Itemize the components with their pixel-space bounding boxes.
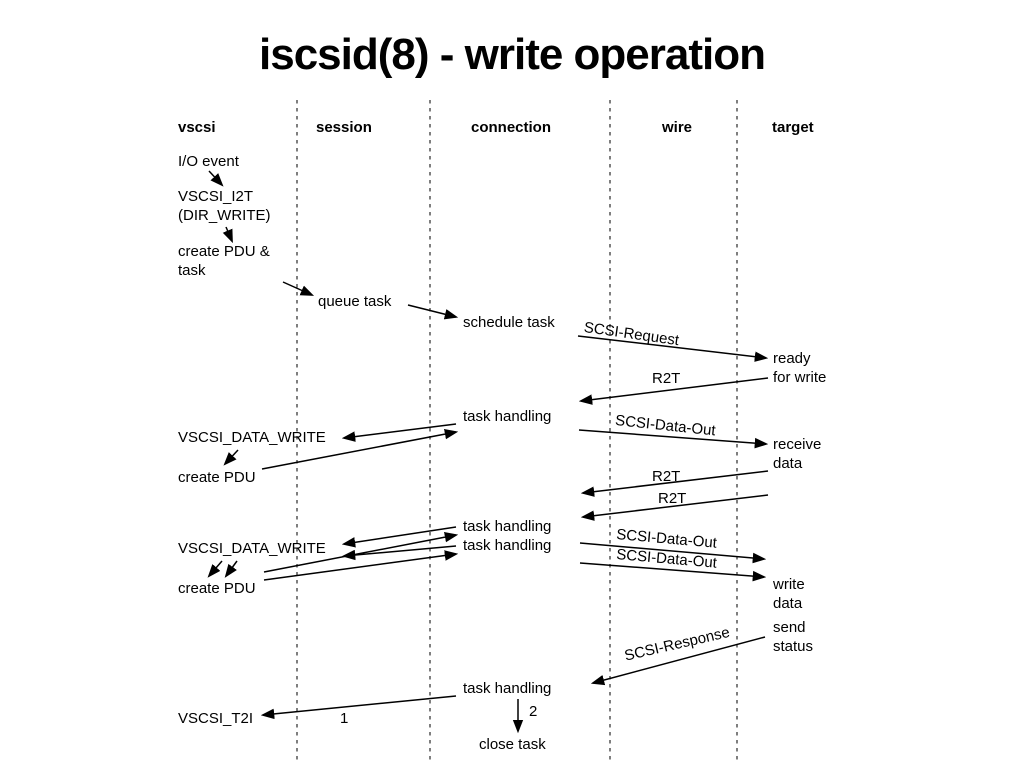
label-queue-task: queue task: [318, 293, 392, 310]
lane-header-target: target: [772, 119, 814, 136]
arrow-createpdu1-to-connection: [261, 428, 459, 470]
label-ready-2: for write: [773, 369, 827, 386]
label-vscsi-data-write-1: VSCSI_DATA_WRITE: [178, 429, 326, 446]
label-write-1: write: [773, 576, 805, 593]
label-vscsi-i2t: VSCSI_I2T: [178, 188, 254, 205]
label-scsi-data-out-3: SCSI-Data-Out: [615, 546, 718, 572]
label-send-2: status: [773, 638, 814, 655]
arrow-i2t-to-create-pdu: [222, 226, 233, 244]
arrow-session-to-connection: [407, 304, 459, 320]
arrow-createpdu2-to-conn-a: [263, 531, 459, 573]
arrow-r2t-3: [580, 494, 769, 521]
lane-header-session: session: [316, 119, 372, 136]
label-schedule-task: schedule task: [463, 314, 555, 331]
arrow-vdw1-to-createpdu1: [223, 449, 239, 466]
label-scsi-response: SCSI-Response: [622, 623, 732, 665]
diagram-title: iscsid(8) - write operation: [259, 30, 766, 79]
label-scsi-data-out-1: SCSI-Data-Out: [614, 412, 717, 440]
label-scsi-request: SCSI-Request: [582, 319, 681, 350]
lane-header-vscsi: vscsi: [178, 119, 216, 136]
arrow-r2t-2: [580, 470, 769, 497]
label-create-pdu-2: create PDU: [178, 580, 256, 597]
label-num-1: 1: [340, 710, 349, 727]
label-receive-1: receive: [773, 436, 822, 453]
label-ready-1: ready: [773, 350, 811, 367]
arrow-io-event-to-i2t: [208, 170, 224, 187]
label-write-2: data: [773, 595, 803, 612]
label-dir-write: (DIR_WRITE): [178, 207, 271, 224]
label-send-1: send: [773, 619, 806, 636]
lane-header-connection: connection: [471, 119, 552, 136]
label-create-pdu-task-1: create PDU &: [178, 243, 270, 260]
label-vscsi-data-write-2: VSCSI_DATA_WRITE: [178, 540, 326, 557]
arrow-connection-to-t2i: [260, 695, 457, 720]
label-num-2: 2: [529, 703, 538, 720]
label-io-event: I/O event: [178, 153, 239, 170]
label-close-task: close task: [479, 736, 546, 753]
arrow-vdw2-to-createpdu2-b: [224, 560, 238, 578]
label-r2t-3: R2T: [658, 490, 687, 507]
label-receive-2: data: [773, 455, 803, 472]
label-task-handling-2: task handling: [463, 518, 552, 535]
label-task-handling-1: task handling: [463, 408, 552, 425]
lane-header-wire: wire: [662, 119, 693, 136]
label-task-handling-3: task handling: [463, 537, 552, 554]
arrow-taskhandling2-to-vdw2: [341, 526, 457, 548]
arrow-taskhandling1-to-vdw1: [341, 423, 457, 442]
arrow-vdw2-to-createpdu2-a: [207, 560, 223, 578]
label-task-handling-4: task handling: [463, 680, 552, 697]
label-r2t-1: R2T: [652, 370, 681, 387]
arrow-createpdu2-to-conn-b: [263, 550, 459, 581]
arrow-scsi-data-out-2: [579, 542, 767, 564]
arrow-scsi-request: [577, 335, 769, 362]
arrow-scsi-data-out-3: [579, 562, 767, 582]
label-create-pdu-task-2: task: [178, 262, 206, 279]
arrow-r2t-1: [578, 377, 769, 405]
label-vscsi-t2i: VSCSI_T2I: [178, 710, 254, 727]
label-create-pdu-1: create PDU: [178, 469, 256, 486]
arrow-scsi-response: [590, 636, 766, 686]
arrow-vscsi-to-session: [282, 281, 315, 296]
arrow-scsi-data-out-1: [578, 429, 769, 449]
label-r2t-2: R2T: [652, 468, 681, 485]
arrow-taskhandling3-to-vdw2: [341, 545, 457, 561]
